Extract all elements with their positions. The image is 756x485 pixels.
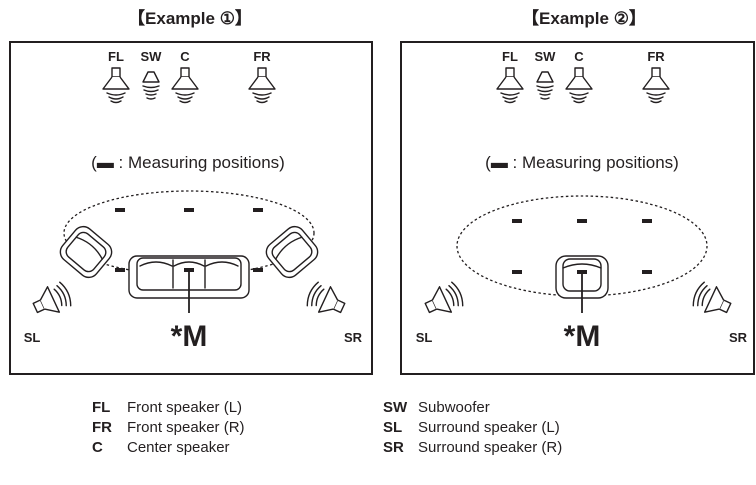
front-right-speaker-icon	[248, 67, 276, 104]
listening-area	[63, 190, 315, 276]
legend-item: SL Surround speaker (L)	[383, 418, 562, 438]
main-position-label: *M	[564, 320, 601, 353]
sw-label: SW	[535, 49, 557, 64]
surround-right-speaker-icon	[303, 279, 350, 322]
center-speaker-icon	[565, 67, 593, 104]
measuring-mark	[253, 268, 263, 272]
legend-left: FL Front speaker (L) FR Front speaker (R…	[92, 398, 245, 458]
measuring-mark	[184, 208, 194, 212]
fr-label: FR	[647, 49, 665, 64]
room-outline	[9, 41, 373, 375]
legend-desc: Subwoofer	[418, 399, 490, 416]
main-position-label: *M	[171, 320, 208, 353]
legend-abbr: SW	[383, 399, 408, 416]
main-measuring-mark	[184, 268, 194, 272]
measuring-mark	[253, 208, 263, 212]
surround-left-speaker-icon	[28, 279, 75, 322]
measuring-note: (▬ : Measuring positions)	[91, 153, 285, 172]
measuring-mark	[512, 219, 522, 223]
example-2-title: 【Example ②】	[522, 8, 646, 28]
legend-item: SW Subwoofer	[383, 398, 562, 418]
example-1-title: 【Example ①】	[128, 8, 252, 28]
legend-item: C Center speaker	[92, 438, 245, 458]
front-left-speaker-icon	[102, 67, 130, 104]
armchair-left	[55, 221, 117, 283]
legend-desc: Surround speaker (R)	[418, 439, 563, 456]
legend-item: SR Surround speaker (R)	[383, 438, 562, 458]
example-1: 【Example ①】 FL SW C FR (▬ : Measuring po…	[9, 8, 373, 375]
room-outline	[400, 41, 755, 375]
listening-area	[456, 195, 708, 297]
fl-label: FL	[108, 49, 124, 64]
measuring-mark	[577, 219, 587, 223]
legend-abbr: FL	[92, 399, 111, 416]
measuring-mark	[115, 208, 125, 212]
sw-label: SW	[141, 49, 163, 64]
example-2: 【Example ②】 FL SW C FR (▬ : Measuring po…	[400, 8, 755, 375]
subwoofer-icon	[142, 71, 160, 100]
surround-right-speaker-icon	[689, 279, 736, 322]
sr-label: SR	[344, 330, 363, 345]
legend-desc: Front speaker (L)	[127, 399, 243, 416]
measuring-mark	[642, 219, 652, 223]
legend-item: FR Front speaker (R)	[92, 418, 245, 438]
measuring-note: (▬ : Measuring positions)	[485, 153, 679, 172]
measuring-mark	[642, 270, 652, 274]
sl-label: SL	[416, 330, 433, 345]
legend-desc: Surround speaker (L)	[418, 419, 560, 436]
speaker-layout-diagram: 【Example ①】 FL SW C FR (▬ : Measuring po…	[9, 8, 755, 375]
measuring-mark	[512, 270, 522, 274]
front-left-speaker-icon	[496, 67, 524, 104]
surround-left-speaker-icon	[420, 279, 467, 322]
c-label: C	[180, 49, 190, 64]
legend-desc: Center speaker	[127, 439, 230, 456]
subwoofer-icon	[536, 71, 554, 100]
legend-abbr: SL	[383, 419, 403, 436]
sr-label: SR	[729, 330, 748, 345]
measuring-mark	[115, 268, 125, 272]
legend-abbr: C	[92, 439, 103, 456]
fr-label: FR	[253, 49, 271, 64]
sl-label: SL	[24, 330, 41, 345]
legend-desc: Front speaker (R)	[127, 419, 245, 436]
front-right-speaker-icon	[642, 67, 670, 104]
main-measuring-mark	[577, 270, 587, 274]
legend-right: SW Subwoofer SL Surround speaker (L) SR …	[383, 398, 562, 458]
armchair-right	[261, 221, 323, 283]
legend-abbr: SR	[383, 439, 404, 456]
center-speaker-icon	[171, 67, 199, 104]
legend-item: FL Front speaker (L)	[92, 398, 245, 418]
legend-abbr: FR	[92, 419, 112, 436]
c-label: C	[574, 49, 584, 64]
fl-label: FL	[502, 49, 518, 64]
